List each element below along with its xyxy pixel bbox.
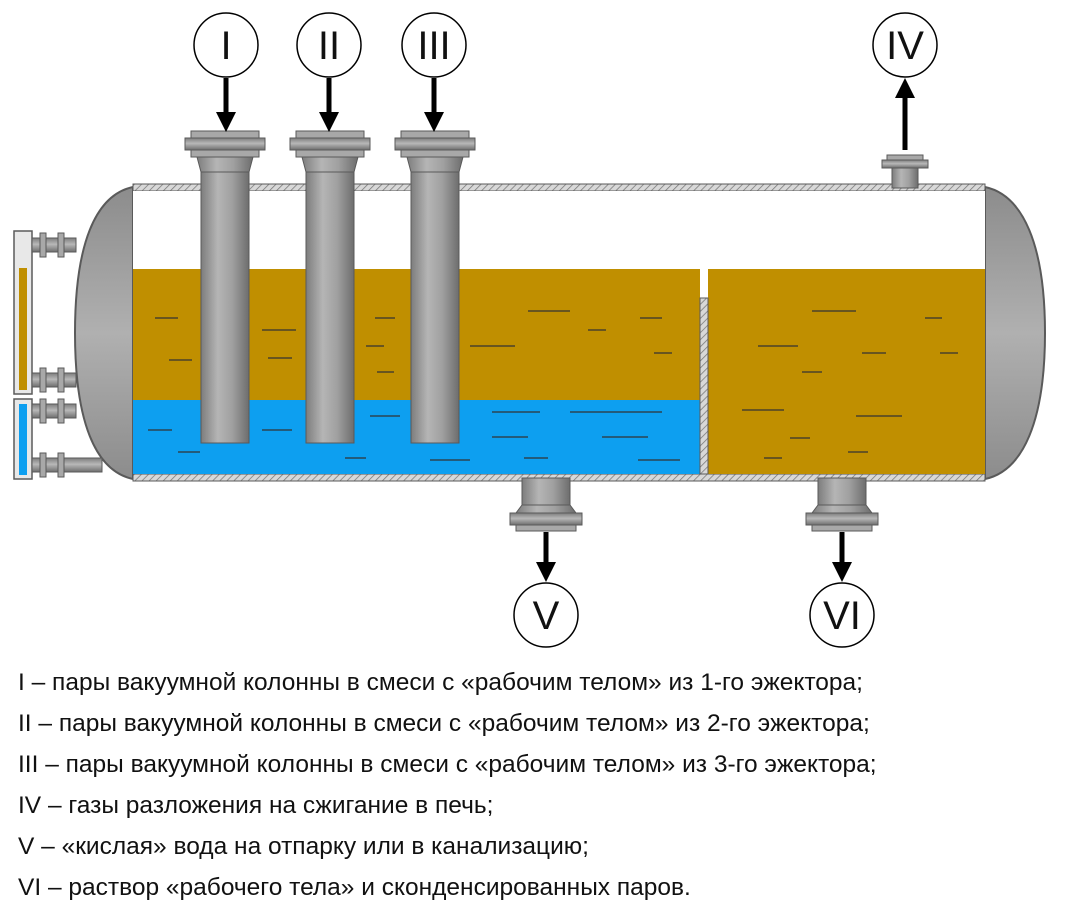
stream-label-ii-text: II xyxy=(318,24,340,68)
stream-label-iii-text: III xyxy=(417,24,450,68)
stream-label-iv-text: IV xyxy=(886,24,924,68)
arrow-ii-head xyxy=(319,112,339,132)
inlet-pipe-ii xyxy=(289,130,371,444)
stream-label-ii: II xyxy=(296,12,362,78)
legend-item-i: I – пары вакуумной колонны в смеси с «ра… xyxy=(18,669,863,696)
vapor-space xyxy=(133,191,985,269)
arrow-iv-head xyxy=(895,78,915,98)
stream-label-iii: III xyxy=(401,12,467,78)
stream-label-i: I xyxy=(193,12,259,78)
stream-label-vi: VI xyxy=(809,582,875,648)
gas-outlet-nozzle-iv xyxy=(881,154,929,189)
vessel-right-head xyxy=(984,185,1047,481)
inlet-pipe-iii xyxy=(394,130,476,444)
level-gauge-water xyxy=(13,398,103,480)
legend-item-iii: III – пары вакуумной колонны в смеси с «… xyxy=(18,751,877,778)
legend-item-ii: II – пары вакуумной колонны в смеси с «р… xyxy=(18,710,870,737)
partition-baffle xyxy=(699,297,709,475)
solution-outlet-nozzle-vi xyxy=(805,477,879,532)
legend-item-v: V – «кислая» вода на отпарку или в канал… xyxy=(18,833,589,860)
arrow-v-head xyxy=(536,562,556,582)
stream-label-v: V xyxy=(513,582,579,648)
stream-label-vi-text: VI xyxy=(823,594,861,638)
oil-layer-right xyxy=(708,269,985,474)
inlet-pipe-i xyxy=(184,130,266,444)
arrow-i-head xyxy=(216,112,236,132)
stream-label-v-text: V xyxy=(533,594,560,638)
vessel-top-wall xyxy=(132,183,986,192)
arrow-iii-head xyxy=(424,112,444,132)
level-gauge-oil xyxy=(13,230,77,395)
separator-diagram: I II III IV V VI xyxy=(13,12,1047,648)
legend: I – пары вакуумной колонны в смеси с «ра… xyxy=(18,662,1058,908)
liquid-surface-marks xyxy=(148,310,958,461)
water-outlet-nozzle-v xyxy=(509,477,583,532)
legend-item-vi: VI – раствор «рабочего тела» и сконденси… xyxy=(18,874,691,901)
legend-item-iv: IV – газы разложения на сжигание в печь; xyxy=(18,792,494,819)
stream-label-iv: IV xyxy=(872,12,938,78)
arrow-vi-head xyxy=(832,562,852,582)
vessel-left-head xyxy=(73,185,134,481)
stream-label-i-text: I xyxy=(220,24,231,68)
